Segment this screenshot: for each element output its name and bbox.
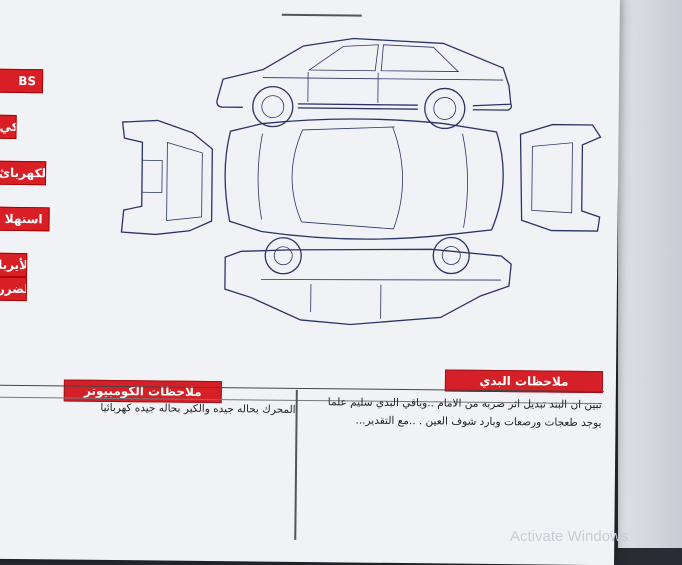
car-diagram — [120, 37, 602, 326]
car-rear-view — [519, 123, 602, 232]
title-underline — [281, 13, 362, 17]
side-label-gear: الكي — [0, 114, 17, 139]
inspection-sheet: BS الكي الكهربائ استهلا الأيربا الضرر — [0, 0, 620, 565]
car-front-view — [120, 119, 214, 236]
side-label-consumption: استهلا — [0, 206, 50, 232]
car-top-view — [224, 118, 504, 240]
body-notes-line-2: يوجد طعجات ورصعات وبارد شوف العين . ..مع… — [355, 414, 602, 430]
car-side-view — [216, 37, 513, 130]
computer-notes-text: المحرك بحاله جيده والكير بحاله جيده كهرب… — [100, 401, 296, 416]
side-label-airbags: الأيربا — [0, 252, 28, 278]
activate-windows-watermark: Activate Windows — [510, 528, 629, 545]
side-label-damage: الضرر — [0, 276, 27, 302]
body-notes-line-1: تبين ان البند تبديل اثر ضربه من الامام .… — [327, 396, 602, 412]
side-label-abs: BS — [0, 68, 44, 94]
side-label-electrical: الكهربائ — [0, 160, 47, 186]
car-side-view-lower — [224, 236, 512, 326]
screen-background — [618, 0, 682, 548]
